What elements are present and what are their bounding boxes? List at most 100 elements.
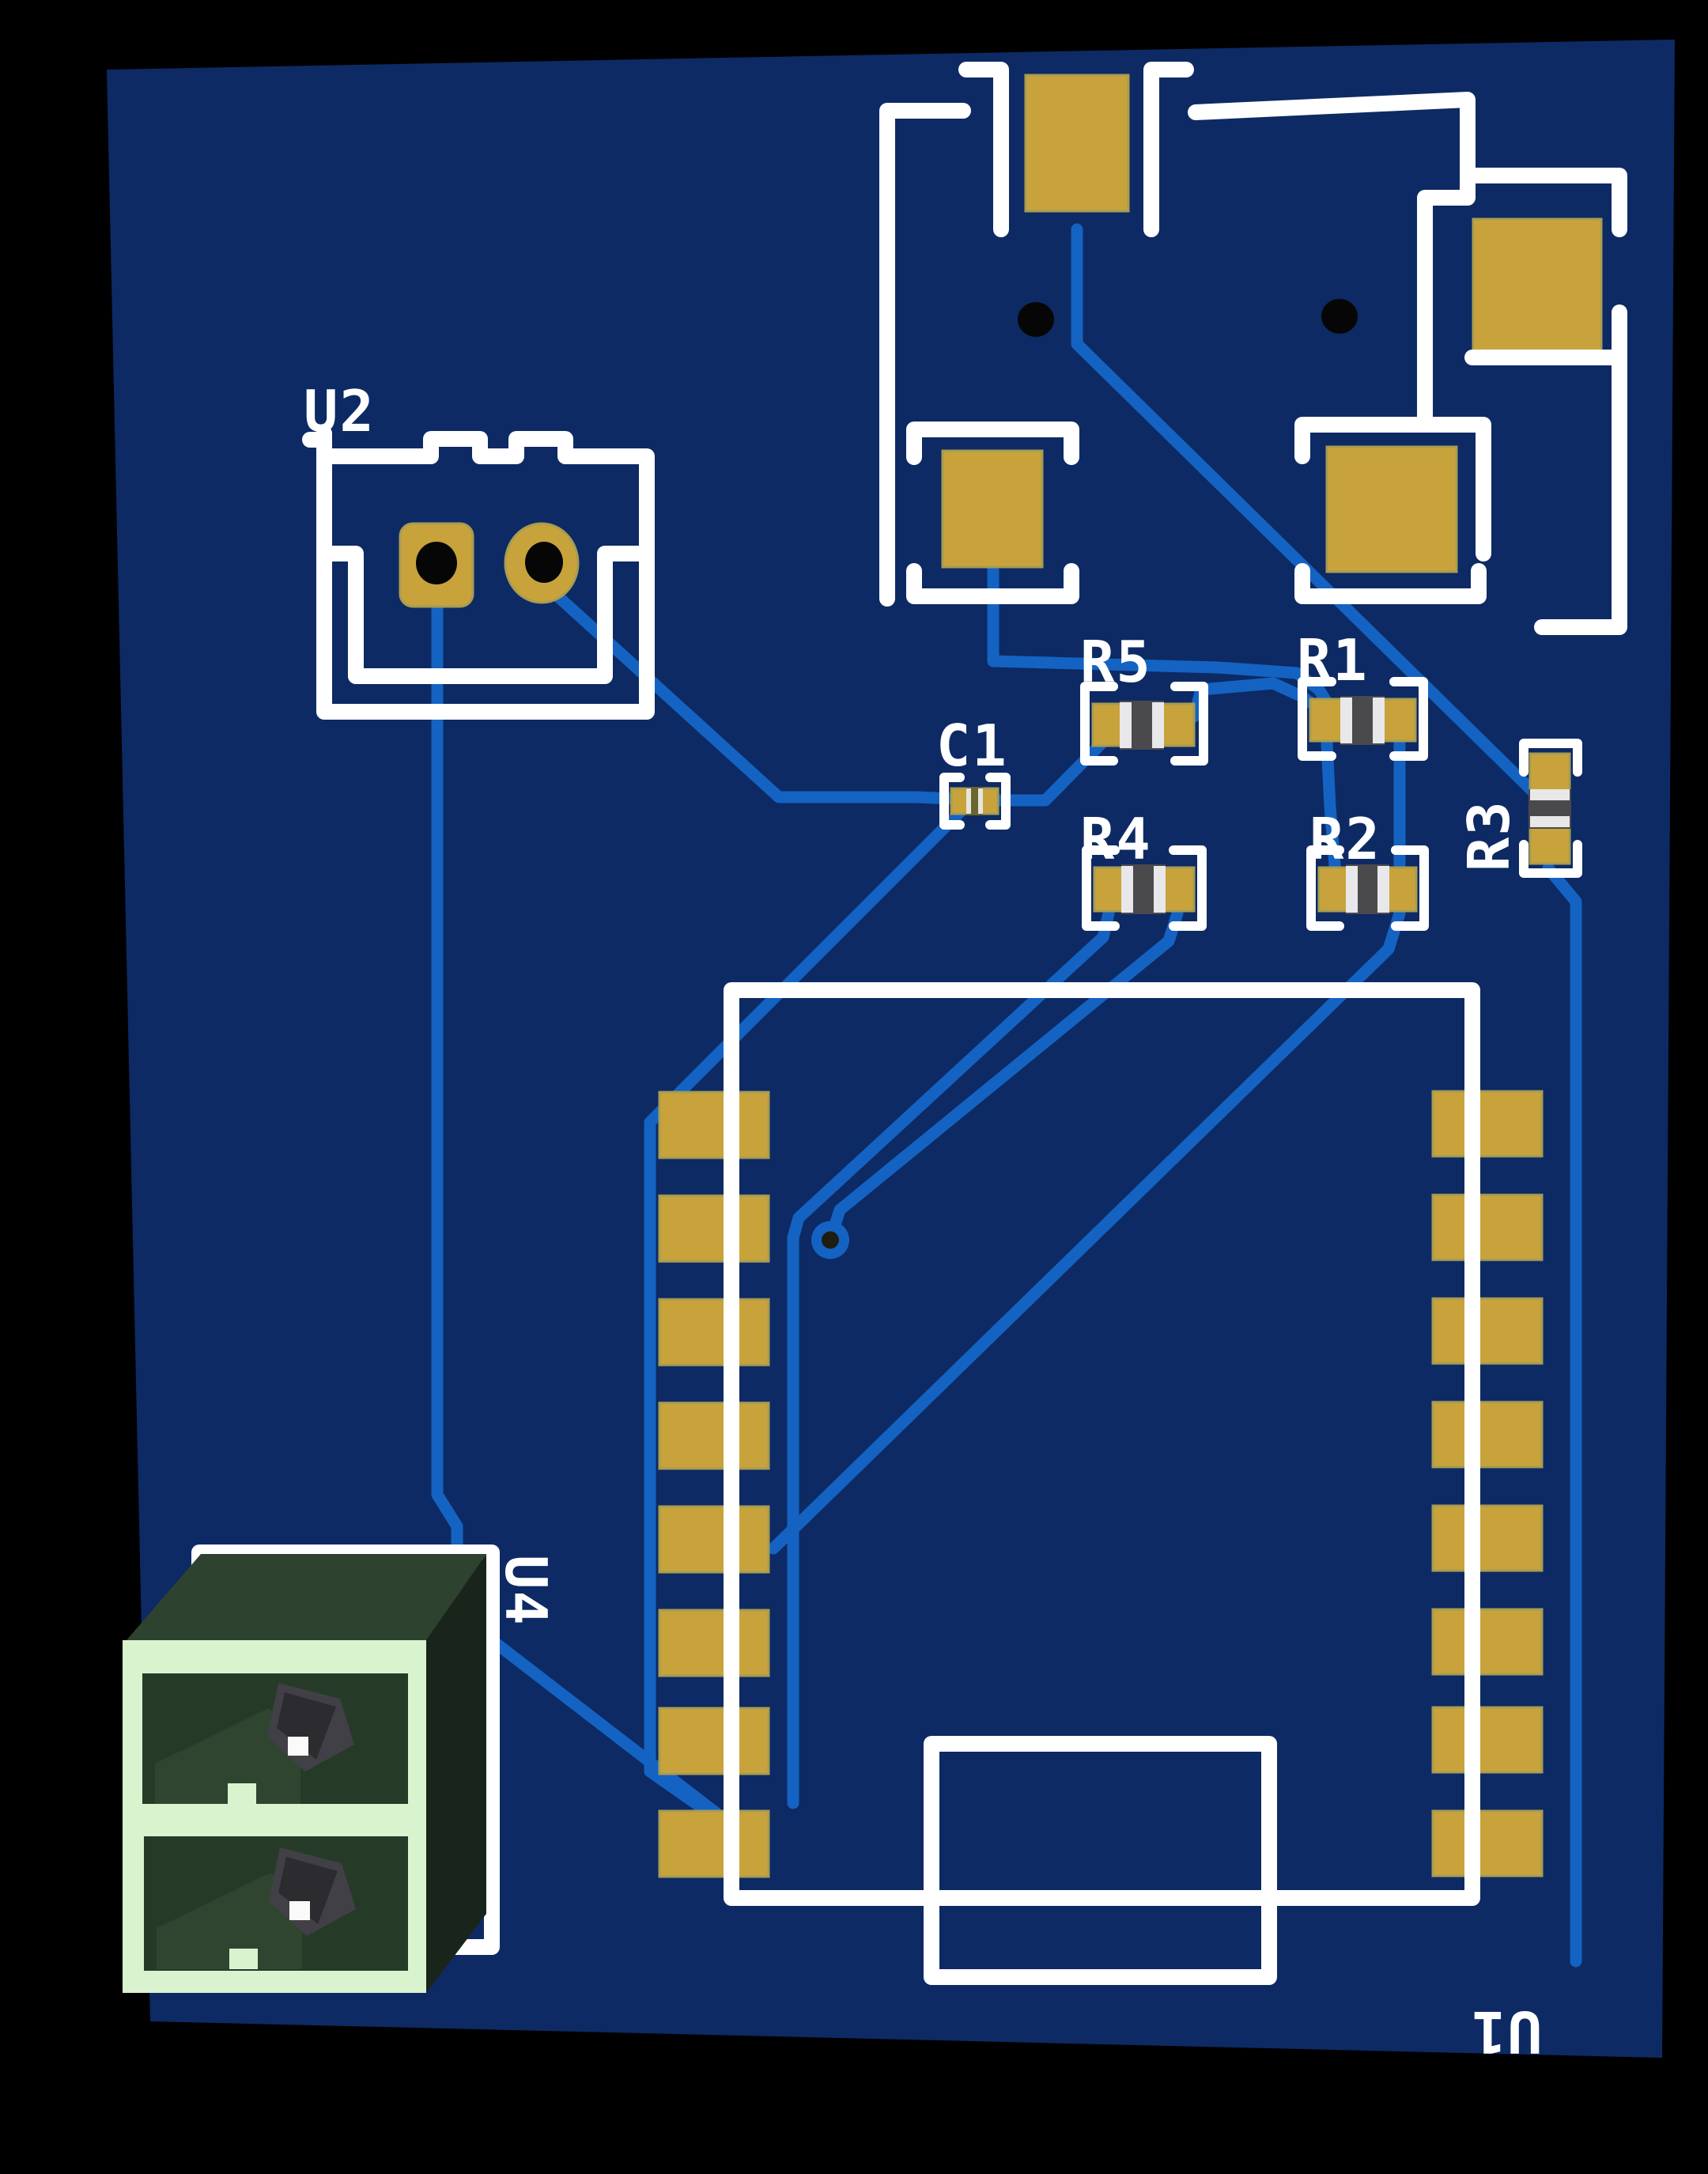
- u4-screw-shade: [277, 1692, 336, 1760]
- trace-c1-to-u1-bottom: [644, 807, 965, 1824]
- r4-pad: [1161, 866, 1196, 913]
- module-bracket-padB-top: [1464, 168, 1627, 237]
- c1-cap: [966, 788, 971, 814]
- u4-terminal-1: [142, 1673, 408, 1804]
- resistor-r5: [1091, 701, 1196, 750]
- u4-screw-shade: [278, 1857, 338, 1924]
- module-pads: [941, 74, 1603, 573]
- u4-side-face: [426, 1554, 486, 1993]
- r4-cap: [1154, 866, 1166, 913]
- c1-bracket: [939, 773, 1011, 830]
- label-u1: U1: [1470, 1998, 1542, 2065]
- r5-cap: [1152, 702, 1164, 748]
- u1-pad-right: [1431, 1809, 1544, 1877]
- u1-pad-right: [1431, 1193, 1544, 1261]
- module-pad-c: [941, 449, 1044, 569]
- u1-pad-left: [658, 1707, 770, 1775]
- module-hole-right: [1321, 299, 1358, 334]
- r3-cap: [1530, 789, 1570, 800]
- label-u4: U4: [493, 1555, 559, 1627]
- u4-tab: [229, 1949, 258, 1969]
- u4-clamp: [155, 1708, 300, 1804]
- module-outline-right: [1188, 92, 1476, 433]
- u1-pads: [658, 1090, 1544, 1878]
- r5-pad: [1091, 702, 1124, 747]
- u4-terminal-block: [123, 1554, 486, 1993]
- module-bracket-padA-right: [1143, 62, 1194, 237]
- u2-inner-outline: [316, 546, 655, 684]
- silkscreen-layer: [191, 62, 1627, 1985]
- u4-screw-glint: [289, 1901, 310, 1920]
- r2-pad: [1317, 866, 1351, 913]
- r5-pad: [1161, 702, 1196, 747]
- label-r4: R4: [1080, 806, 1152, 872]
- u1-inner-box: [924, 1736, 1277, 1985]
- u1-pad-right: [1431, 1608, 1544, 1676]
- silkscreen-labels: U2 R5 R1 C1 R4 R2 R3 U4 U1: [304, 378, 1542, 2065]
- module-hole-left: [1018, 302, 1054, 337]
- r5-bracket: [1080, 682, 1208, 766]
- u1-pad-left: [658, 1609, 770, 1677]
- r2-pad: [1385, 866, 1418, 913]
- via: [811, 1221, 849, 1259]
- r3-bracket: [1519, 739, 1582, 878]
- u4-top-face: [127, 1554, 486, 1640]
- c1-cap: [978, 788, 983, 814]
- r1-bracket: [1298, 677, 1428, 761]
- module-pad-d: [1325, 445, 1458, 573]
- u4-tab: [228, 1783, 256, 1804]
- trace-u2p2-to-c1: [539, 579, 959, 805]
- r4-pad: [1093, 866, 1126, 913]
- r1-cap: [1340, 698, 1352, 743]
- u1-pad-right: [1431, 1090, 1544, 1158]
- u1-pad-left: [658, 1091, 770, 1159]
- label-r1: R1: [1297, 627, 1369, 694]
- module-bracket-padA-left: [958, 62, 1009, 237]
- u1-pad-right: [1431, 1504, 1544, 1572]
- module-bracket-padC-bottom: [906, 563, 1079, 604]
- r2-bracket: [1306, 845, 1429, 931]
- r3-cap: [1530, 816, 1570, 827]
- u1-pad-right: [1431, 1297, 1544, 1365]
- label-c1: C1: [936, 713, 1008, 779]
- r5-cap: [1120, 702, 1132, 748]
- label-r5: R5: [1080, 629, 1152, 695]
- u1-pad-left: [658, 1194, 770, 1263]
- u1-pad-left: [658, 1298, 770, 1367]
- u4-terminal-2: [144, 1836, 408, 1971]
- r3-pad: [1529, 825, 1571, 865]
- c1-pad: [980, 787, 999, 815]
- u1-pad-left: [658, 1401, 770, 1470]
- label-u2: U2: [304, 378, 376, 444]
- r1-pad: [1309, 698, 1345, 743]
- u2-hole-2: [525, 542, 563, 583]
- r3-pad: [1529, 752, 1571, 795]
- u1-pad-right: [1431, 1706, 1544, 1774]
- r4-bracket: [1082, 845, 1207, 931]
- trace-u2p1-to-u4: [431, 595, 722, 1819]
- u1-pad-left: [658, 1505, 770, 1574]
- r2-cap: [1346, 866, 1358, 913]
- r4-cap: [1121, 866, 1133, 913]
- u1-pad-right: [1431, 1401, 1544, 1469]
- resistor-r2: [1317, 864, 1418, 914]
- module-pad-a: [1024, 74, 1130, 213]
- u2-hole-1: [416, 542, 457, 584]
- u4-clamp: [157, 1873, 302, 1969]
- module-wall-right: [1534, 350, 1627, 635]
- label-r3: R3: [1456, 800, 1522, 871]
- r2-cap: [1377, 866, 1389, 913]
- module-pad-b: [1472, 217, 1603, 356]
- u4-screw-glint: [288, 1737, 308, 1756]
- module-bracket-padD-top: [1294, 417, 1491, 561]
- resistor-r4: [1093, 864, 1196, 914]
- label-r2: R2: [1309, 806, 1381, 872]
- module-bracket-padD-bottom: [1294, 563, 1487, 604]
- resistor-r3: [1529, 752, 1571, 865]
- c1-pad: [950, 787, 969, 815]
- r1-cap: [1373, 698, 1385, 743]
- module-outline-left: [879, 103, 971, 607]
- u1-pad-left: [658, 1809, 770, 1878]
- r1-pad: [1380, 698, 1417, 743]
